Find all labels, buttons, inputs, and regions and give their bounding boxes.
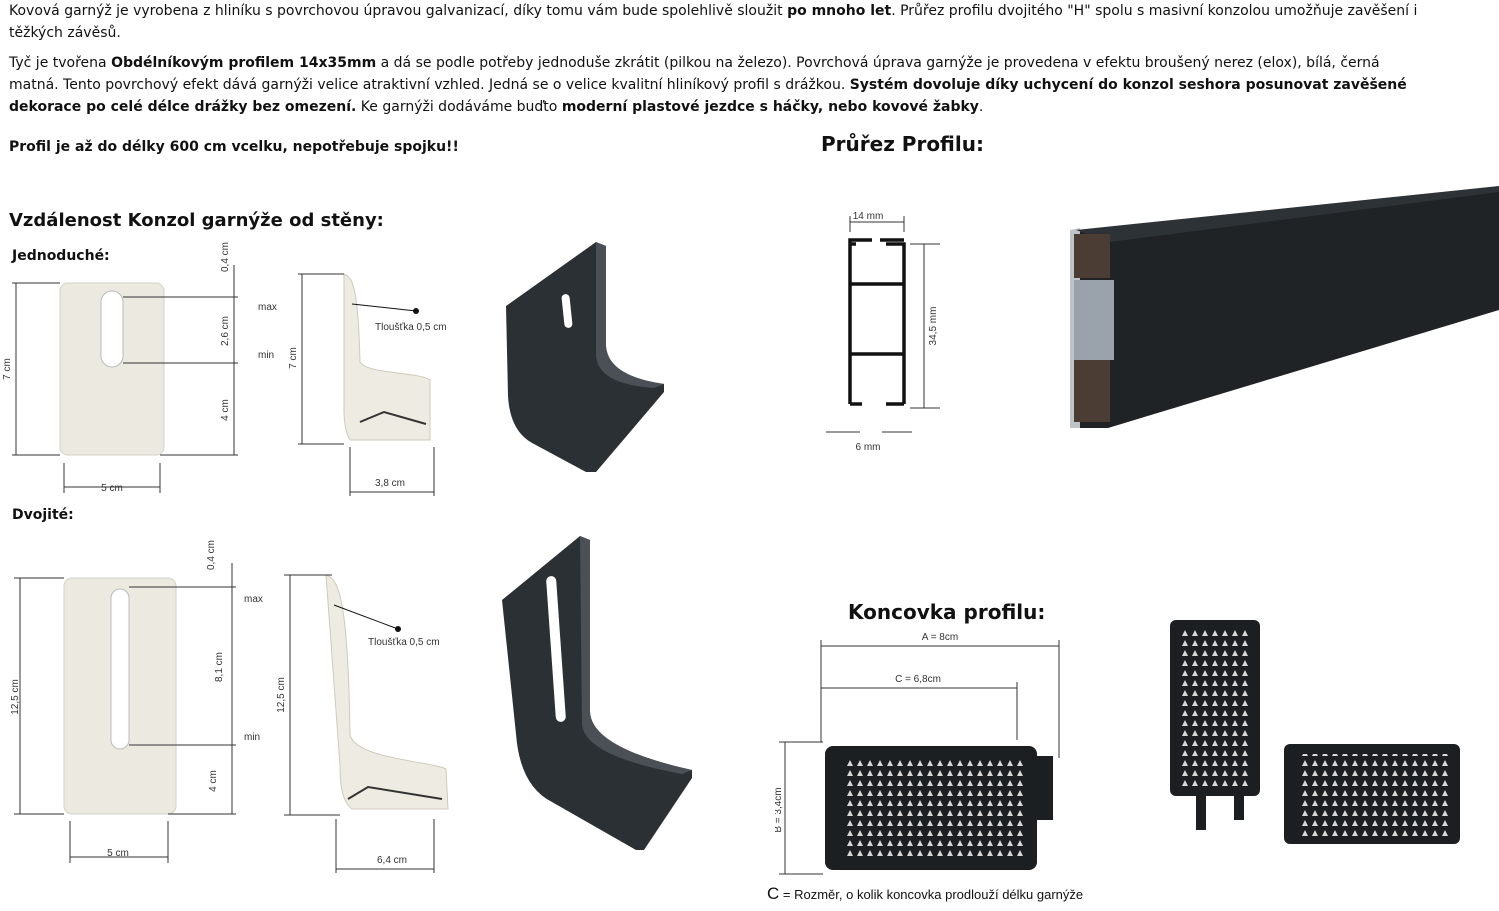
single-slot-label: 2,6 cm (220, 316, 231, 346)
double-bracket-front-diagram: 12,5 cm 0,4 cm 8,1 cm 4 cm max min 5 cm (10, 540, 263, 863)
heading-profile: Průřez Profilu: (821, 132, 984, 156)
endcap-c-label: C = 6,8cm (895, 674, 941, 685)
double-bracket-side-diagram: 12,5 cm Tloušťka 0,5 cm 6,4 cm (276, 574, 449, 873)
single-bracket-front-diagram: 7 cm 0,4 cm 2,6 cm 4 cm max min 5 cm (2, 242, 277, 494)
intro-paragraph-3: Profil je až do délky 600 cm vcelku, nep… (9, 139, 459, 155)
heading-double: Dvojité: (12, 507, 74, 523)
intro-bold: Systém dovoluje díky uchycení do konzol … (9, 77, 1407, 115)
intro-text: a dá se podle potřeby jednoduše zkrátit … (9, 55, 1380, 93)
single-height-label: 7 cm (2, 358, 13, 380)
double-thickness-label: Tloušťka 0,5 cm (368, 637, 440, 648)
double-depth-label: 6,4 cm (377, 855, 407, 866)
intro-text: Tyč je tvořena (9, 55, 112, 71)
endcap-a-label: A = 8cm (922, 632, 958, 643)
heading-distance: Vzdálenost Konzol garnýže od stěny: (9, 210, 384, 231)
single-lower-label: 4 cm (220, 399, 231, 421)
single-bracket-side-diagram: 7 cm Tloušťka 0,5 cm 3,8 cm (288, 273, 447, 496)
intro-paragraph-1: Kovová garnýž je vyrobena z hliníku s po… (9, 0, 1429, 44)
intro-text: . Průřez profilu dvojitého "H" spolu s m… (9, 3, 1418, 41)
single-top-label: 0,4 cm (220, 242, 231, 272)
single-side-height-label: 7 cm (288, 347, 299, 369)
endcap-product-image (1170, 620, 1460, 844)
double-max-label: max (244, 594, 263, 605)
endcap-dimension-diagram: A = 8cm C = 6,8cm B = 3,4cm (775, 632, 1060, 875)
profile-width-top-label: 14 mm (853, 211, 884, 222)
profile-height-label: 34,5 mm (928, 307, 939, 346)
intro-text: Ke garnýži dodáváme buďto (356, 99, 562, 115)
intro-bold: moderní plastové jezdce s háčky, nebo ko… (561, 99, 979, 115)
caption-letter: C (767, 884, 780, 903)
profile-cross-section-diagram: 14 mm 34,5 mm 6 mm (826, 211, 940, 453)
double-width-label: 5 cm (107, 848, 129, 859)
intro-bold: Obdélníkovým profilem 14x35mm (111, 55, 377, 71)
intro-paragraph-2: Tyč je tvořena Obdélníkovým profilem 14x… (9, 52, 1429, 118)
heading-endcap: Koncovka profilu: (848, 600, 1046, 624)
double-lower-label: 4 cm (208, 770, 219, 792)
profile-width-bottom-label: 6 mm (856, 442, 881, 453)
single-width-label: 5 cm (101, 483, 123, 494)
double-top-label: 0,4 cm (206, 540, 217, 570)
profile-3d-image (1070, 186, 1499, 428)
double-min-label: min (244, 732, 260, 743)
double-side-height-label: 12,5 cm (276, 677, 287, 713)
single-bracket-black-image (506, 242, 664, 472)
double-slot-label: 8,1 cm (214, 652, 225, 682)
single-max-label: max (258, 302, 277, 313)
heading-single: Jednoduché: (12, 248, 110, 264)
endcap-b-label: B = 3,4cm (775, 787, 784, 832)
intro-bold: po mnoho let (787, 3, 892, 19)
caption-text: = Rozměr, o kolik koncovka prodlouží dél… (779, 887, 1084, 902)
double-bracket-black-image (502, 536, 692, 850)
intro-text: Kovová garnýž je vyrobena z hliníku s po… (9, 3, 788, 19)
single-thickness-label: Tloušťka 0,5 cm (375, 322, 447, 333)
endcap-caption: C = Rozměr, o kolik koncovka prodlouží d… (767, 884, 1083, 904)
single-depth-label: 3,8 cm (375, 478, 405, 489)
intro-text: . (978, 99, 984, 115)
double-height-label: 12,5 cm (10, 679, 21, 715)
single-min-label: min (258, 350, 274, 361)
